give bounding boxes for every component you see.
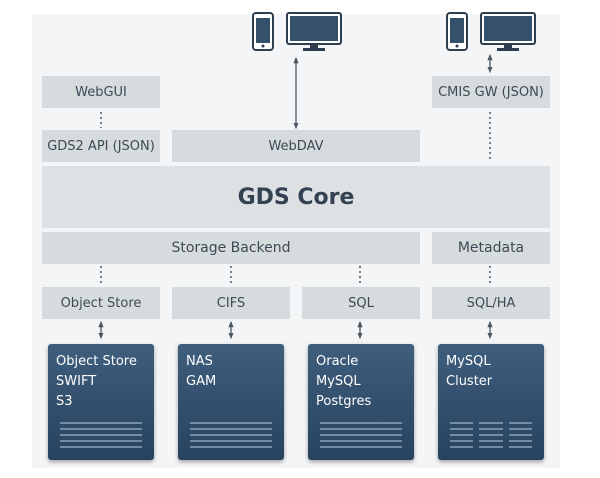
phone-icon [446,12,468,51]
storage-line: GAM [186,374,217,389]
storage-line: S3 [56,394,73,409]
storage-line: Postgres [316,394,372,409]
gds-core-label: GDS Core [237,184,355,210]
storage-line: Object Store [56,354,137,369]
storage-backend-label: Storage Backend [171,240,291,256]
storage-line: SWIFT [56,374,97,389]
storage-object-store: Object Store SWIFT S3 [48,344,154,460]
disk-stripes [190,422,272,448]
storage-line: MySQL [446,354,491,369]
adapter-label: CIFS [216,295,246,311]
cmis-gw-label: CMIS GW (JSON) [438,84,544,100]
disk-stripes [60,422,142,448]
webdav-box: WebDAV [172,130,420,162]
monitor-icon [286,12,342,51]
gds-core-box: GDS Core [42,166,550,228]
storage-line: Oracle [316,354,359,369]
disk-stripes [450,422,532,448]
adapter-sql-ha: SQL/HA [432,287,550,319]
storage-nas: NAS GAM [178,344,284,460]
storage-line: MySQL [316,374,361,389]
gds2-api-box: GDS2 API (JSON) [42,130,160,162]
storage-sql-databases: Oracle MySQL Postgres [308,344,414,460]
storage-line: NAS [186,354,213,369]
adapter-object-store: Object Store [42,287,160,319]
storage-line: Cluster [446,374,493,389]
storage-backend-box: Storage Backend [42,232,420,264]
webgui-label: WebGUI [75,84,127,100]
adapter-label: Object Store [60,295,142,311]
webgui-box: WebGUI [42,76,160,108]
adapter-label: SQL/HA [466,295,516,311]
adapter-sql: SQL [302,287,420,319]
metadata-box: Metadata [432,232,550,264]
phone-icon [252,12,274,51]
cmis-gw-box: CMIS GW (JSON) [432,76,550,108]
monitor-icon [480,12,536,51]
adapter-label: SQL [348,295,374,311]
adapter-cifs: CIFS [172,287,290,319]
disk-stripes [320,422,402,448]
webdav-label: WebDAV [268,138,324,154]
storage-mysql-cluster: MySQL Cluster [438,344,544,460]
metadata-label: Metadata [457,240,525,256]
gds2-api-label: GDS2 API (JSON) [47,138,155,154]
